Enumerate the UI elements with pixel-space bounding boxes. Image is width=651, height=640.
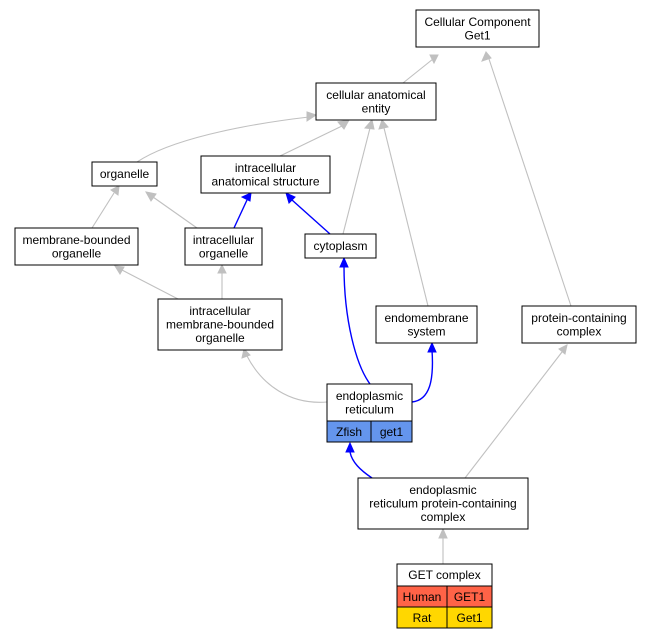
edge-er-complex-to-er — [345, 441, 373, 479]
node-label-line: endomembrane — [384, 311, 468, 325]
annotation-species: Zfish — [336, 425, 362, 439]
annotation-row: Rat Get1 — [396, 606, 493, 629]
edge-cellular-anatomical-entity-to-cellular-component — [402, 54, 439, 84]
node-label-line: intracellular — [193, 233, 254, 247]
node-label-line: intracellular — [189, 304, 250, 318]
edge-intracellular-organelle-to-organelle — [145, 191, 198, 229]
annotation-gene: get1 — [380, 425, 404, 439]
node-label-line: cellular anatomical — [326, 88, 425, 102]
node-label-line: Cellular Component — [424, 15, 531, 29]
node-label-line: reticulum protein-containing — [369, 497, 516, 511]
edge-membrane-bounded-to-organelle — [91, 185, 120, 229]
annotation-row: Zfish get1 — [326, 420, 413, 443]
node-label-line: Get1 — [464, 28, 490, 42]
node-cytoplasm[interactable]: cytoplasm — [304, 233, 377, 259]
annotation-row: Human GET1 — [396, 585, 493, 608]
annotation-gene: GET1 — [454, 590, 486, 604]
node-label-line: system — [407, 324, 445, 338]
node-label-line: organelle — [195, 331, 245, 345]
edge-er-to-imbo — [241, 348, 328, 403]
node-label-line: complex — [421, 510, 466, 524]
node-label-line: intracellular — [235, 161, 296, 175]
node-label-line: membrane-bounded — [166, 318, 274, 332]
node-label-line: reticulum — [345, 402, 394, 416]
node-label-line: endoplasmic — [409, 483, 476, 497]
node-label-line: membrane-bounded — [22, 233, 130, 247]
node-label-line: entity — [362, 101, 391, 115]
node-label-line: complex — [557, 324, 602, 338]
annotation-species: Human — [403, 590, 442, 604]
edge-cytoplasm-to-intracellular-structure — [285, 192, 331, 235]
node-label-line: organelle — [100, 167, 150, 181]
edge-er-complex-to-protein-complex — [464, 344, 568, 479]
edge-get-complex-to-er-complex — [438, 527, 448, 564]
edge-cytoplasm-to-cellular-anatomical-entity — [342, 118, 375, 235]
edge-er-to-cytoplasm — [339, 256, 371, 385]
edge-intracellular-structure-to-cellular-anatomical-entity — [279, 119, 350, 157]
edge-imbo-to-intracellular-organelle — [217, 263, 227, 299]
annotation-gene: Get1 — [456, 611, 482, 625]
node-label-line: organelle — [199, 246, 249, 260]
node-label-line: organelle — [52, 246, 102, 260]
node-label-line: anatomical structure — [211, 174, 319, 188]
edge-er-to-endomembrane — [411, 341, 437, 403]
node-label-line: endoplasmic — [336, 389, 403, 403]
edge-protein-complex-to-cellular-component — [481, 51, 572, 307]
annotation-species: Rat — [413, 611, 432, 625]
node-organelle[interactable]: organelle — [91, 161, 158, 187]
node-label-line: protein-containing — [531, 311, 626, 325]
node-label-line: GET complex — [408, 568, 480, 582]
edge-endomembrane-to-cellular-anatomical-entity — [378, 119, 429, 307]
graph-edges — [91, 51, 572, 564]
edge-intracellular-organelle-to-intracellular-structure — [233, 192, 252, 229]
edge-organelle-to-cellular-anatomical-entity — [136, 111, 318, 163]
node-label-line: cytoplasm — [313, 239, 367, 253]
edge-imbo-to-membrane-bounded — [114, 265, 179, 300]
